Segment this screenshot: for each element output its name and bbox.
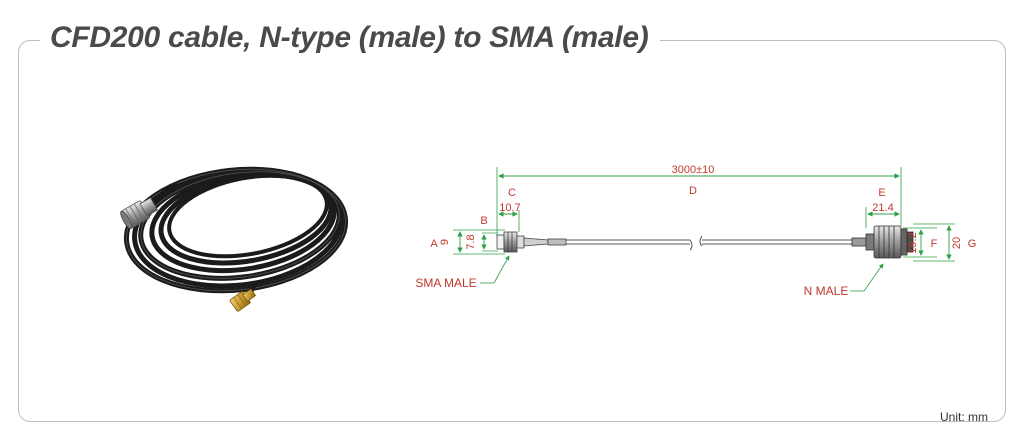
dim-g-label: G xyxy=(968,238,977,250)
callout-sma-male: SMA MALE xyxy=(415,276,476,290)
cable-photo xyxy=(120,166,349,312)
dim-a-value: 9 xyxy=(439,239,451,245)
dim-e-value: 21.4 xyxy=(872,202,893,214)
dim-f-label: F xyxy=(931,238,938,250)
dim-c-label: C xyxy=(508,187,516,199)
unit-label: Unit: mm xyxy=(940,410,988,424)
figure-title: CFD200 cable, N-type (male) to SMA (male… xyxy=(50,21,649,54)
dim-a-label: A xyxy=(430,238,438,250)
dim-b-value: 7.8 xyxy=(465,234,477,249)
cable-drawing: 3000±10 D C 10.7 E 21.4 A 9 B 7.8 xyxy=(415,164,976,298)
dim-e-label: E xyxy=(878,187,885,199)
dim-d-label: D xyxy=(689,185,697,197)
title-wrap: CFD200 cable, N-type (male) to SMA (male… xyxy=(40,20,661,56)
cable-drawing-line xyxy=(566,235,852,251)
dim-g-value: 20 xyxy=(951,237,963,249)
callout-sma-leader xyxy=(493,255,510,284)
n-connector-photo xyxy=(120,197,159,230)
cable-coil xyxy=(123,166,349,294)
n-connector-drawing xyxy=(851,225,914,259)
sma-connector-photo xyxy=(229,288,257,312)
dim-f-value: 19.2 xyxy=(907,232,919,253)
callout-n-leader xyxy=(863,263,884,292)
dim-b-label: B xyxy=(480,215,487,227)
figure-frame xyxy=(18,40,1006,422)
dim-c-value: 10.7 xyxy=(499,202,520,214)
callout-n-male: N MALE xyxy=(804,284,849,298)
dim-d-value: 3000±10 xyxy=(672,164,715,176)
sma-connector-drawing xyxy=(496,231,567,253)
